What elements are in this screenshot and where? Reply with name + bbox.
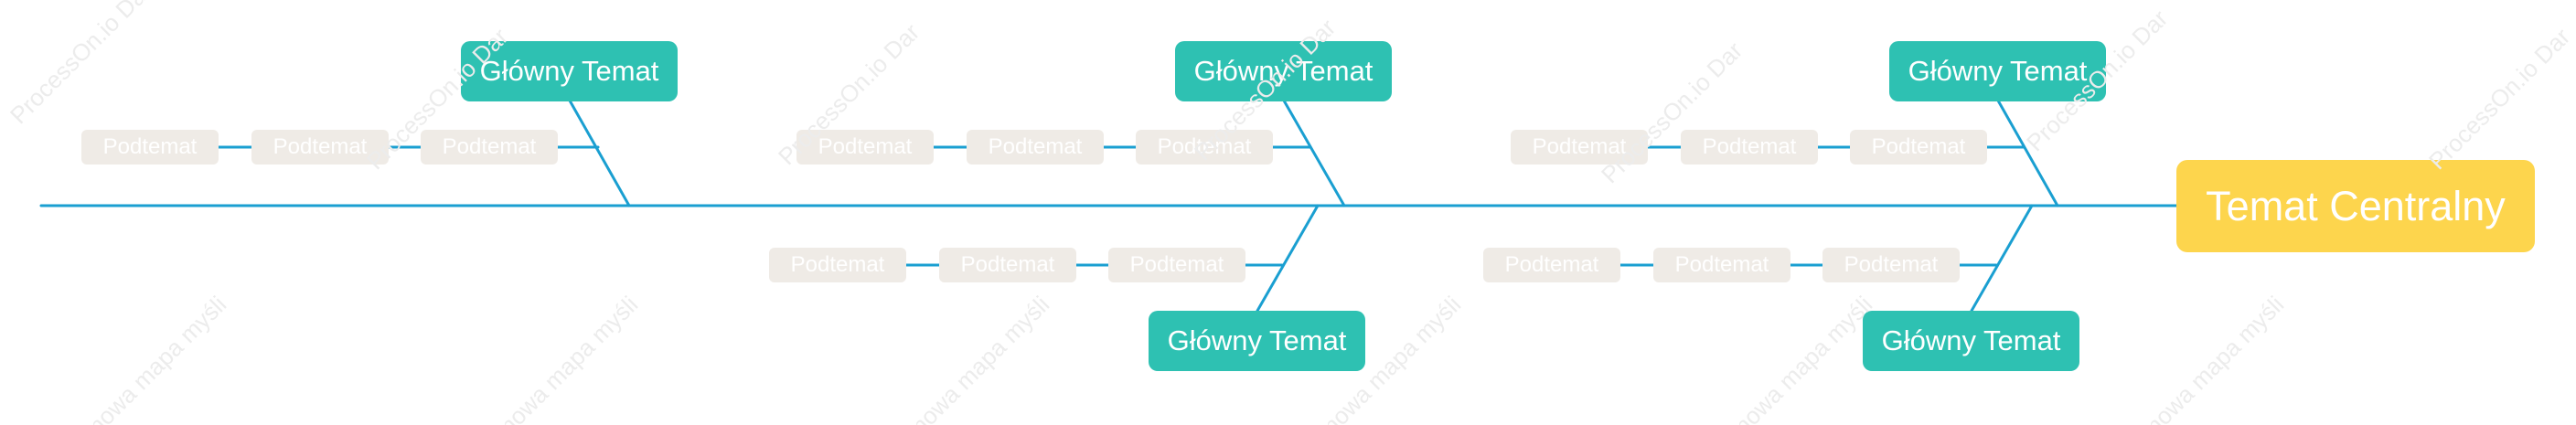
subtopic[interactable]: Podtemat bbox=[939, 248, 1076, 282]
branch-line bbox=[1256, 204, 1320, 313]
subtopic[interactable]: Podtemat bbox=[81, 130, 219, 165]
subtopic[interactable]: Podtemat bbox=[796, 130, 934, 165]
subtopic[interactable]: Podtemat bbox=[769, 248, 906, 282]
subtopic[interactable]: Podtemat bbox=[1681, 130, 1818, 165]
subtopic-label: Podtemat bbox=[960, 252, 1055, 277]
branch-line bbox=[1282, 99, 1346, 207]
subtopic-label: Podtemat bbox=[1871, 134, 1966, 159]
subtopic[interactable]: Podtemat bbox=[1653, 248, 1790, 282]
subtopic-label: Podtemat bbox=[1157, 134, 1252, 159]
main-topic-label: Główny Temat bbox=[1193, 55, 1374, 87]
branch-line bbox=[1996, 99, 2059, 207]
subtopic-label: Podtemat bbox=[818, 134, 913, 159]
subtopic-label: Podtemat bbox=[790, 252, 885, 277]
main-topic[interactable]: Główny Temat bbox=[1863, 311, 2079, 371]
subtopic-label: Podtemat bbox=[442, 134, 537, 159]
subtopic-label: Podtemat bbox=[1702, 134, 1797, 159]
subtopic[interactable]: Podtemat bbox=[967, 130, 1104, 165]
subtopic-label: Podtemat bbox=[1844, 252, 1939, 277]
branch-line bbox=[568, 99, 631, 207]
main-topic[interactable]: Główny Temat bbox=[1175, 41, 1392, 101]
main-topic-label: Główny Temat bbox=[479, 55, 659, 87]
subtopic[interactable]: Podtemat bbox=[1136, 130, 1273, 165]
branch-line bbox=[1970, 204, 2034, 313]
subtopic-label: Podtemat bbox=[102, 134, 198, 159]
main-topic-label: Główny Temat bbox=[1881, 324, 2061, 356]
main-topic-label: Główny Temat bbox=[1167, 324, 1347, 356]
main-topic[interactable]: Główny Temat bbox=[1889, 41, 2106, 101]
main-topic-label: Główny Temat bbox=[1908, 55, 2088, 87]
subtopic-label: Podtemat bbox=[1504, 252, 1599, 277]
subtopic-label: Podtemat bbox=[1674, 252, 1769, 277]
subtopic[interactable]: Podtemat bbox=[1483, 248, 1620, 282]
subtopic-label: Podtemat bbox=[1129, 252, 1224, 277]
subtopic[interactable]: Podtemat bbox=[1822, 248, 1960, 282]
subtopic-label: Podtemat bbox=[1532, 134, 1627, 159]
subtopic[interactable]: Podtemat bbox=[421, 130, 558, 165]
central-topic-label: Temat Centralny bbox=[2206, 182, 2506, 229]
subtopic[interactable]: Podtemat bbox=[1511, 130, 1648, 165]
subtopic[interactable]: Podtemat bbox=[1108, 248, 1245, 282]
main-topic[interactable]: Główny Temat bbox=[1149, 311, 1365, 371]
subtopic[interactable]: Podtemat bbox=[1850, 130, 1987, 165]
subtopic-label: Podtemat bbox=[988, 134, 1083, 159]
subtopic-label: Podtemat bbox=[273, 134, 368, 159]
main-topic[interactable]: Główny Temat bbox=[461, 41, 678, 101]
central-topic[interactable]: Temat Centralny bbox=[2176, 160, 2535, 252]
subtopic[interactable]: Podtemat bbox=[251, 130, 389, 165]
